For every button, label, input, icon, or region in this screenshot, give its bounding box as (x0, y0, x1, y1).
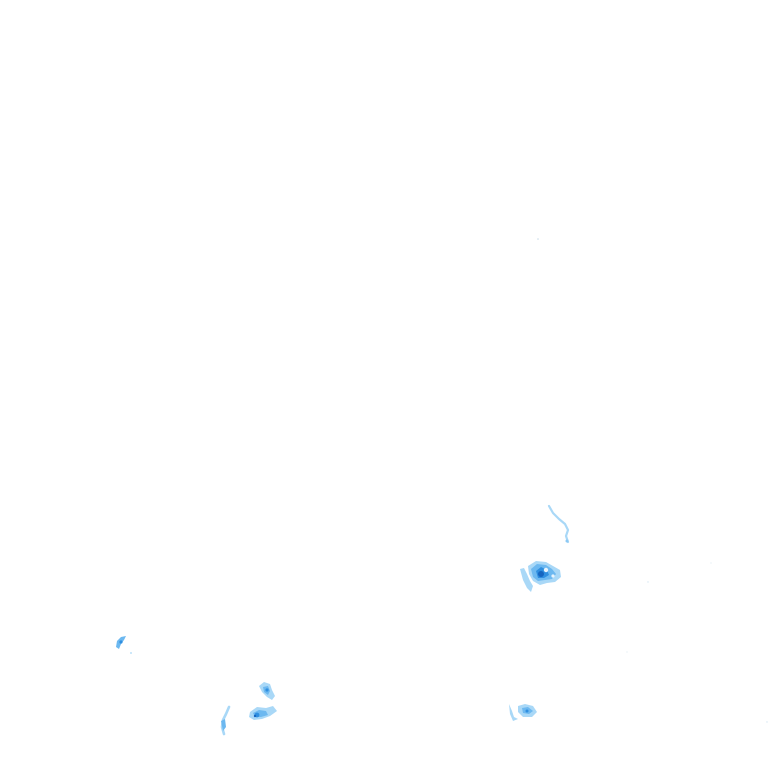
echo-fleck-west (116, 636, 132, 654)
echo-streak-southwest (220, 705, 231, 736)
echo-specks (537, 238, 768, 723)
echo-cell-central (520, 561, 561, 592)
echo-cell-southwest-upper (259, 682, 275, 700)
echo-cell-southwest-lower (249, 706, 277, 720)
echo-cell-south (509, 704, 537, 721)
echo-streak-north (547, 504, 570, 544)
